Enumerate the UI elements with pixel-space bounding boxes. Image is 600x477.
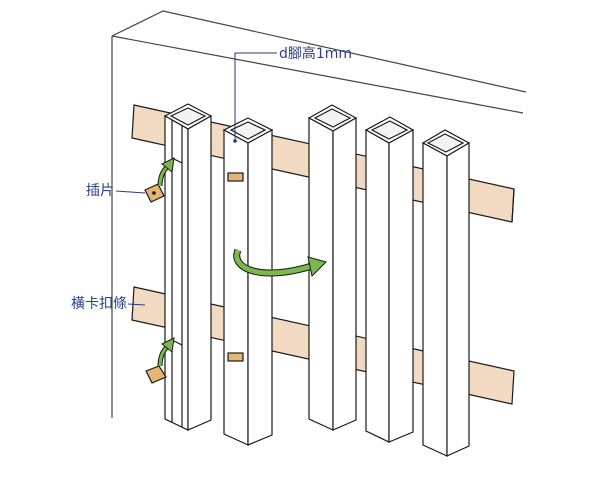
rotation-arrow <box>233 248 327 278</box>
post-5 <box>421 129 471 457</box>
post-2 <box>222 117 274 446</box>
post-1-open <box>163 103 213 431</box>
leader-d-height <box>234 52 277 140</box>
d-height-label: d腳高1mm <box>279 46 353 62</box>
insert-tab-lower <box>145 365 167 384</box>
leader-lines <box>115 52 277 306</box>
clip-bar-label: 橫卡扣條 <box>71 296 127 312</box>
leader-insert <box>115 190 146 194</box>
insert-arrow-lower <box>157 337 175 367</box>
insert-tab-upper <box>144 183 165 203</box>
back-wall <box>111 10 527 418</box>
post-4 <box>364 116 415 443</box>
insert-arrow-upper <box>157 157 175 187</box>
leader-dot-d-height <box>233 139 237 143</box>
post-3 <box>307 104 358 431</box>
leader-clip-bar <box>127 303 146 306</box>
insert-label: 插片 <box>86 183 114 199</box>
